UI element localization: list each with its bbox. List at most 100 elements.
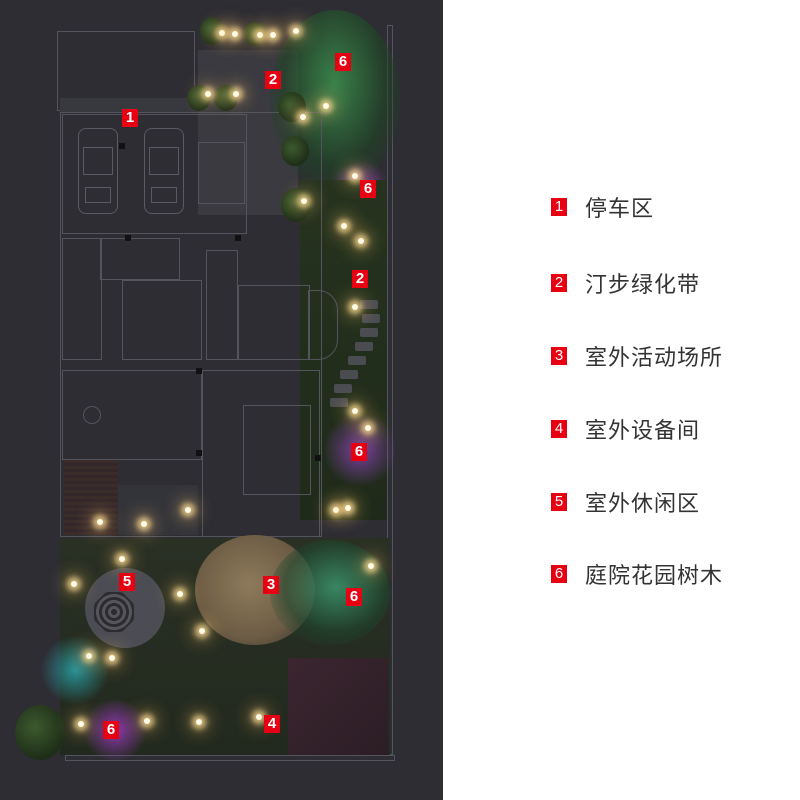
legend-label: 停车区 bbox=[585, 197, 655, 222]
legend-item-outdoor-activity: 3 室外活动场所 bbox=[551, 344, 723, 371]
octagonal-pavilion bbox=[94, 592, 134, 632]
legend-item-parking: 1 停车区 bbox=[551, 195, 654, 222]
stepping-stone bbox=[340, 370, 358, 379]
lounge bbox=[238, 285, 310, 360]
garden-lamp bbox=[270, 32, 276, 38]
garden-lamp bbox=[368, 563, 374, 569]
equipment-room-roof bbox=[288, 658, 388, 755]
legend-badge: 4 bbox=[551, 420, 567, 438]
stepping-stone bbox=[362, 314, 380, 323]
stepping-stone bbox=[355, 342, 373, 351]
round-table bbox=[83, 406, 101, 424]
legend-label: 室外休闲区 bbox=[585, 492, 701, 517]
stepping-stone bbox=[334, 384, 352, 393]
column bbox=[119, 143, 125, 149]
garden-lamp bbox=[199, 628, 205, 634]
column bbox=[125, 235, 131, 241]
garage-room bbox=[62, 114, 247, 234]
stair-room bbox=[100, 238, 180, 280]
garden-lamp bbox=[177, 591, 183, 597]
column bbox=[235, 235, 241, 241]
garden-lamp bbox=[341, 223, 347, 229]
garden-lamp bbox=[323, 103, 329, 109]
garden-lamp bbox=[345, 505, 351, 511]
stepping-stone bbox=[330, 398, 348, 407]
garden-lamp bbox=[257, 32, 263, 38]
garden-plan: 1 2 6 6 2 6 5 3 6 6 4 bbox=[0, 0, 443, 800]
wood-deck bbox=[63, 460, 118, 535]
garden-lamp bbox=[109, 655, 115, 661]
plan-marker-6: 6 bbox=[103, 721, 119, 739]
plan-marker-6: 6 bbox=[346, 588, 362, 606]
plan-marker-5: 5 bbox=[119, 573, 135, 591]
stepping-stone bbox=[360, 328, 378, 337]
garden-lamp bbox=[352, 408, 358, 414]
garden-lamp bbox=[97, 519, 103, 525]
legend-badge: 6 bbox=[551, 565, 567, 583]
plan-marker-6: 6 bbox=[335, 53, 351, 71]
teal-garden-glow bbox=[40, 635, 110, 705]
legend-item-garden-trees: 6 庭院花园树木 bbox=[551, 562, 723, 589]
legend-label: 庭院花园树木 bbox=[585, 564, 724, 589]
column bbox=[315, 455, 321, 461]
tree bbox=[187, 85, 211, 111]
legend-label: 室外设备间 bbox=[585, 419, 701, 444]
column bbox=[196, 450, 202, 456]
plan-marker-6: 6 bbox=[360, 180, 376, 198]
plan-marker-4: 4 bbox=[264, 715, 280, 733]
garden-lamp bbox=[256, 714, 262, 720]
tree bbox=[214, 85, 238, 111]
plan-marker-2: 2 bbox=[265, 71, 281, 89]
garden-lamp bbox=[144, 718, 150, 724]
legend-item-leisure-area: 5 室外休闲区 bbox=[551, 490, 700, 517]
site-boundary-bottom bbox=[65, 755, 395, 761]
sofa-set bbox=[243, 405, 311, 495]
garden-lamp bbox=[293, 28, 299, 34]
dining-room bbox=[122, 280, 202, 360]
garden-lamp bbox=[358, 238, 364, 244]
legend-item-equipment-room: 4 室外设备间 bbox=[551, 417, 700, 444]
garden-lamp bbox=[205, 91, 211, 97]
kitchen bbox=[62, 238, 102, 360]
garden-lamp bbox=[352, 304, 358, 310]
plan-marker-2: 2 bbox=[352, 270, 368, 288]
garden-lamp bbox=[78, 721, 84, 727]
tea-room bbox=[206, 250, 238, 360]
plan-marker-6: 6 bbox=[351, 443, 367, 461]
garden-lamp bbox=[301, 198, 307, 204]
stepping-stone bbox=[360, 300, 378, 309]
legend-badge: 5 bbox=[551, 493, 567, 511]
garden-lamp bbox=[86, 653, 92, 659]
tree bbox=[281, 188, 311, 222]
garden-lamp bbox=[233, 91, 239, 97]
garden-lamp bbox=[365, 425, 371, 431]
legend-item-stepping-greenbelt: 2 汀步绿化带 bbox=[551, 271, 700, 298]
tree bbox=[244, 22, 266, 46]
garden-lamp bbox=[352, 173, 358, 179]
tree bbox=[15, 705, 65, 760]
house-outline bbox=[60, 112, 322, 537]
green-garden-glow-lower bbox=[270, 540, 390, 645]
garden-lamp bbox=[185, 507, 191, 513]
garden-lamp bbox=[196, 719, 202, 725]
bay-window bbox=[308, 290, 338, 360]
tree bbox=[281, 136, 309, 166]
plan-marker-3: 3 bbox=[263, 576, 279, 594]
plan-marker-1: 1 bbox=[122, 109, 138, 127]
garden-lamp bbox=[300, 114, 306, 120]
garden-lamp bbox=[219, 30, 225, 36]
site-boundary-right bbox=[387, 25, 393, 755]
garden-lamp bbox=[232, 31, 238, 37]
legend-badge: 1 bbox=[551, 198, 567, 216]
legend-badge: 2 bbox=[551, 274, 567, 292]
legend-label: 室外活动场所 bbox=[585, 346, 724, 371]
garden-lamp bbox=[71, 581, 77, 587]
column bbox=[196, 368, 202, 374]
planter-bed bbox=[118, 485, 198, 535]
legend-label: 汀步绿化带 bbox=[585, 273, 701, 298]
legend-badge: 3 bbox=[551, 347, 567, 365]
utility-room bbox=[198, 142, 245, 204]
car-left bbox=[78, 128, 118, 214]
stepping-stone bbox=[348, 356, 366, 365]
garden-lamp bbox=[141, 521, 147, 527]
